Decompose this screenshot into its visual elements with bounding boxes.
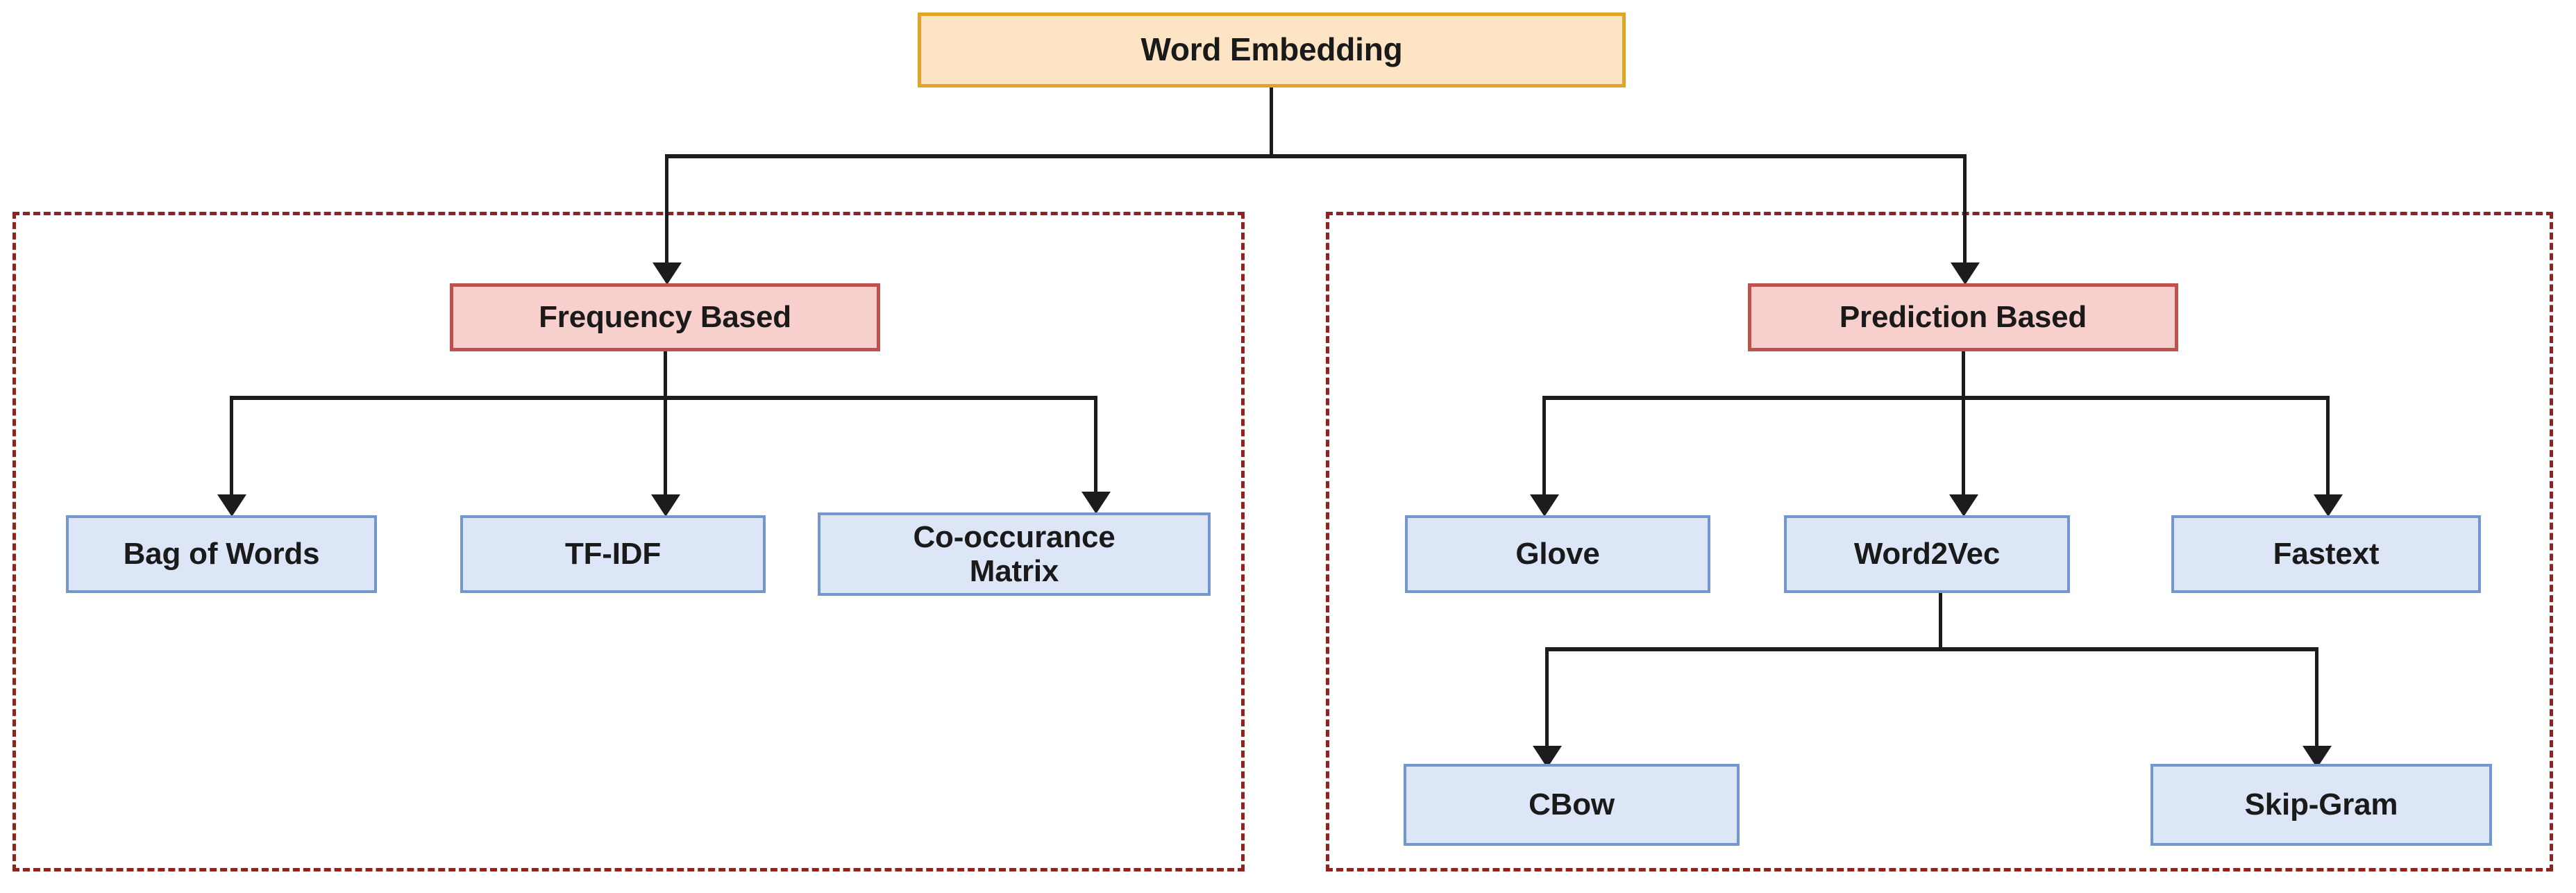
- node-label-skip-gram: Skip-Gram: [2244, 787, 2398, 822]
- edge-root-bus: [666, 154, 1966, 158]
- node-skip-gram[interactable]: Skip-Gram: [2150, 764, 2492, 846]
- arrowhead-frequency-based: [653, 262, 682, 285]
- edge-frequency-to-tf-idf: [664, 396, 667, 499]
- node-glove[interactable]: Glove: [1405, 515, 1710, 593]
- frequency-based-group-container: [12, 212, 1245, 871]
- edge-prediction-bus: [1544, 396, 2330, 400]
- node-co-occurance-matrix[interactable]: Co-occurance Matrix: [818, 512, 1211, 596]
- edge-frequency-trunk: [664, 351, 667, 399]
- edge-frequency-to-bag-of-words: [230, 396, 233, 499]
- edge-prediction-trunk: [1962, 351, 1965, 399]
- node-bag-of-words[interactable]: Bag of Words: [66, 515, 377, 593]
- node-prediction-based[interactable]: Prediction Based: [1748, 283, 2178, 351]
- edge-word2vec-to-skip-gram: [2315, 647, 2318, 750]
- arrowhead-word2vec: [1949, 494, 1978, 517]
- edge-prediction-to-word2vec: [1962, 396, 1965, 499]
- arrowhead-fastext: [2314, 494, 2343, 517]
- edge-prediction-to-fastext: [2326, 396, 2330, 499]
- node-label-cbow: CBow: [1529, 787, 1615, 822]
- node-word-embedding[interactable]: Word Embedding: [918, 12, 1626, 87]
- node-cbow[interactable]: CBow: [1404, 764, 1740, 846]
- node-word2vec[interactable]: Word2Vec: [1784, 515, 2070, 593]
- edge-root-trunk: [1270, 87, 1273, 157]
- node-label-word2vec: Word2Vec: [1853, 537, 2001, 571]
- node-label-frequency-based: Frequency Based: [539, 300, 791, 335]
- edge-word2vec-bus: [1547, 647, 2318, 651]
- arrowhead-glove: [1530, 494, 1559, 517]
- node-frequency-based[interactable]: Frequency Based: [450, 283, 880, 351]
- node-label-glove: Glove: [1515, 537, 1600, 571]
- node-fastext[interactable]: Fastext: [2171, 515, 2481, 593]
- node-label-co-occurance-matrix-line1: Co-occurance: [913, 519, 1116, 554]
- edge-word2vec-trunk: [1939, 593, 1942, 650]
- arrowhead-bag-of-words: [217, 494, 246, 517]
- node-label-tf-idf: TF-IDF: [564, 537, 662, 571]
- edge-root-to-frequency: [665, 154, 668, 265]
- edge-root-to-prediction: [1963, 154, 1967, 265]
- node-label-bag-of-words: Bag of Words: [123, 537, 320, 571]
- prediction-based-group-container: [1326, 212, 2553, 871]
- edge-frequency-to-co-occurance-matrix: [1094, 396, 1097, 496]
- node-label-word-embedding: Word Embedding: [1140, 31, 1403, 68]
- node-tf-idf[interactable]: TF-IDF: [460, 515, 766, 593]
- arrowhead-prediction-based: [1951, 262, 1980, 285]
- node-label-prediction-based: Prediction Based: [1839, 300, 2087, 335]
- edge-prediction-to-glove: [1542, 396, 1546, 499]
- node-label-fastext: Fastext: [2273, 537, 2380, 571]
- arrowhead-co-occurance-matrix: [1081, 492, 1111, 514]
- edge-word2vec-to-cbow: [1545, 647, 1549, 750]
- arrowhead-tf-idf: [651, 494, 680, 517]
- node-label-co-occurance-matrix-line2: Matrix: [969, 554, 1059, 588]
